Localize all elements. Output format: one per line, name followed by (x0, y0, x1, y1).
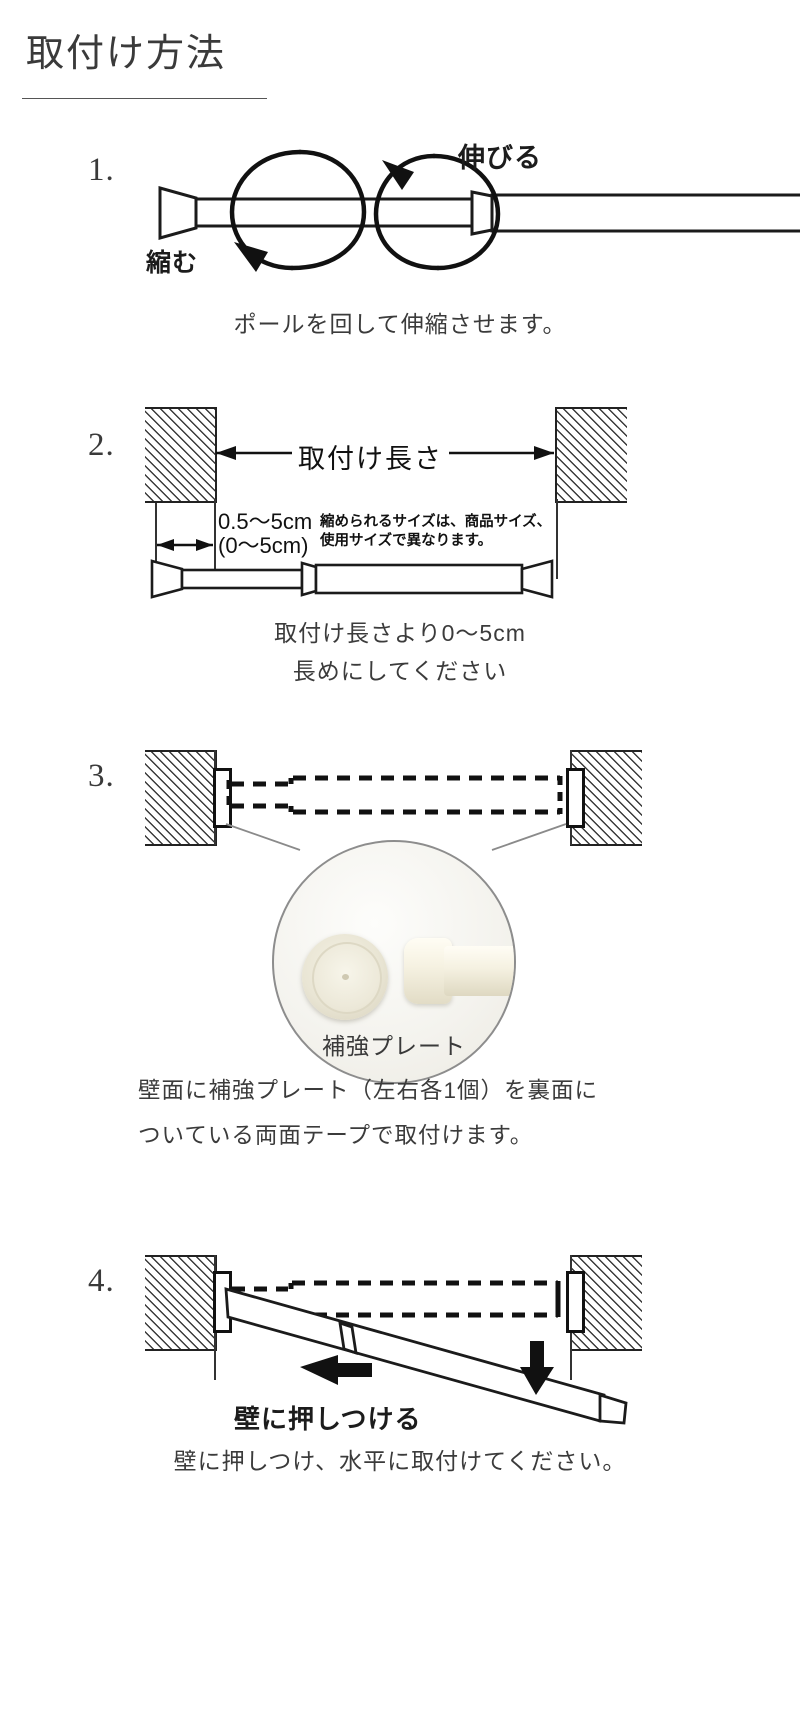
step-2-number: 2. (88, 427, 115, 463)
step-2-extension-line-right (556, 499, 558, 579)
page-title: 取付け方法 (26, 33, 227, 75)
step-2-wall-right (555, 407, 627, 503)
title-underline (22, 98, 267, 99)
step-3-wall-left (145, 750, 217, 846)
step-4: 4. 壁に押しつける 壁に押しつけ、水平に取付けてください。 (0, 1245, 800, 1505)
step-2-caption-line-2: 長めにしてください (292, 658, 508, 684)
step-1-extend-label: 伸びる (458, 143, 542, 173)
step-1-number: 1. (88, 152, 115, 188)
step-3-dashed-rod (225, 775, 567, 851)
step-1-shrink-label: 縮む (146, 249, 199, 277)
step-2-gap-line-1: 0.5〜5cm (218, 509, 313, 534)
step-3-plate-right (566, 768, 585, 828)
step-4-number: 4. (88, 1263, 115, 1299)
step-4-push-label: 壁に押しつける (234, 1404, 422, 1434)
step-4-caption: 壁に押しつけ、水平に取付けてください。 (173, 1448, 627, 1474)
step-3: 3. 補強プレート 壁面に補強プレート（左右各1 (0, 740, 800, 1210)
rod-shaft-photo (444, 946, 514, 996)
step-3-circle-label: 補強プレート (322, 1033, 466, 1059)
step-2-note-line-1: 縮められるサイズは、商品サイズ、 (320, 514, 552, 530)
step-2-extension-line-left-outer (155, 503, 157, 579)
step-3-number: 3. (88, 758, 115, 794)
step-2-caption-line-1: 取付け長さより0〜5cm (274, 620, 526, 646)
step-3-caption-line-2: ついている両面テープで取付けます。 (138, 1123, 534, 1148)
step-2-note: 縮められるサイズは、商品サイズ、 使用サイズで異なります。 (320, 513, 551, 551)
step-3-detail-circle: 補強プレート (272, 840, 516, 1084)
step-2-wall-left (145, 407, 217, 503)
step-4-diagram (224, 1280, 628, 1425)
step-2-dimension-label: 取付け長さ (292, 437, 449, 476)
step-4-plate-right (566, 1271, 585, 1333)
step-2-extension-line-left-inner (214, 499, 216, 579)
step-1-caption: ポールを回して伸縮させます。 (233, 311, 567, 337)
step-2-note-line-2: 使用サイズで異なります。 (320, 533, 493, 549)
reinforcement-plate-center-dot (342, 974, 349, 980)
step-1-rod-diagram (158, 149, 800, 272)
step-4-wall-left (145, 1255, 217, 1351)
step-1: 1. 縮む 伸びる ポールを回して伸縮させます。 (0, 0, 800, 380)
step-3-caption-line-1: 壁面に補強プレート（左右各1個）を裏面に (138, 1078, 599, 1103)
step-2-gap-label: 0.5〜5cm (0〜5cm) (218, 510, 312, 558)
step-2: 2. 取付け長さ 0.5〜5cm (0〜5cm) 縮められるサイズは、商品サイズ… (0, 385, 800, 705)
step-2-gap-line-2: (0〜5cm) (218, 533, 309, 558)
